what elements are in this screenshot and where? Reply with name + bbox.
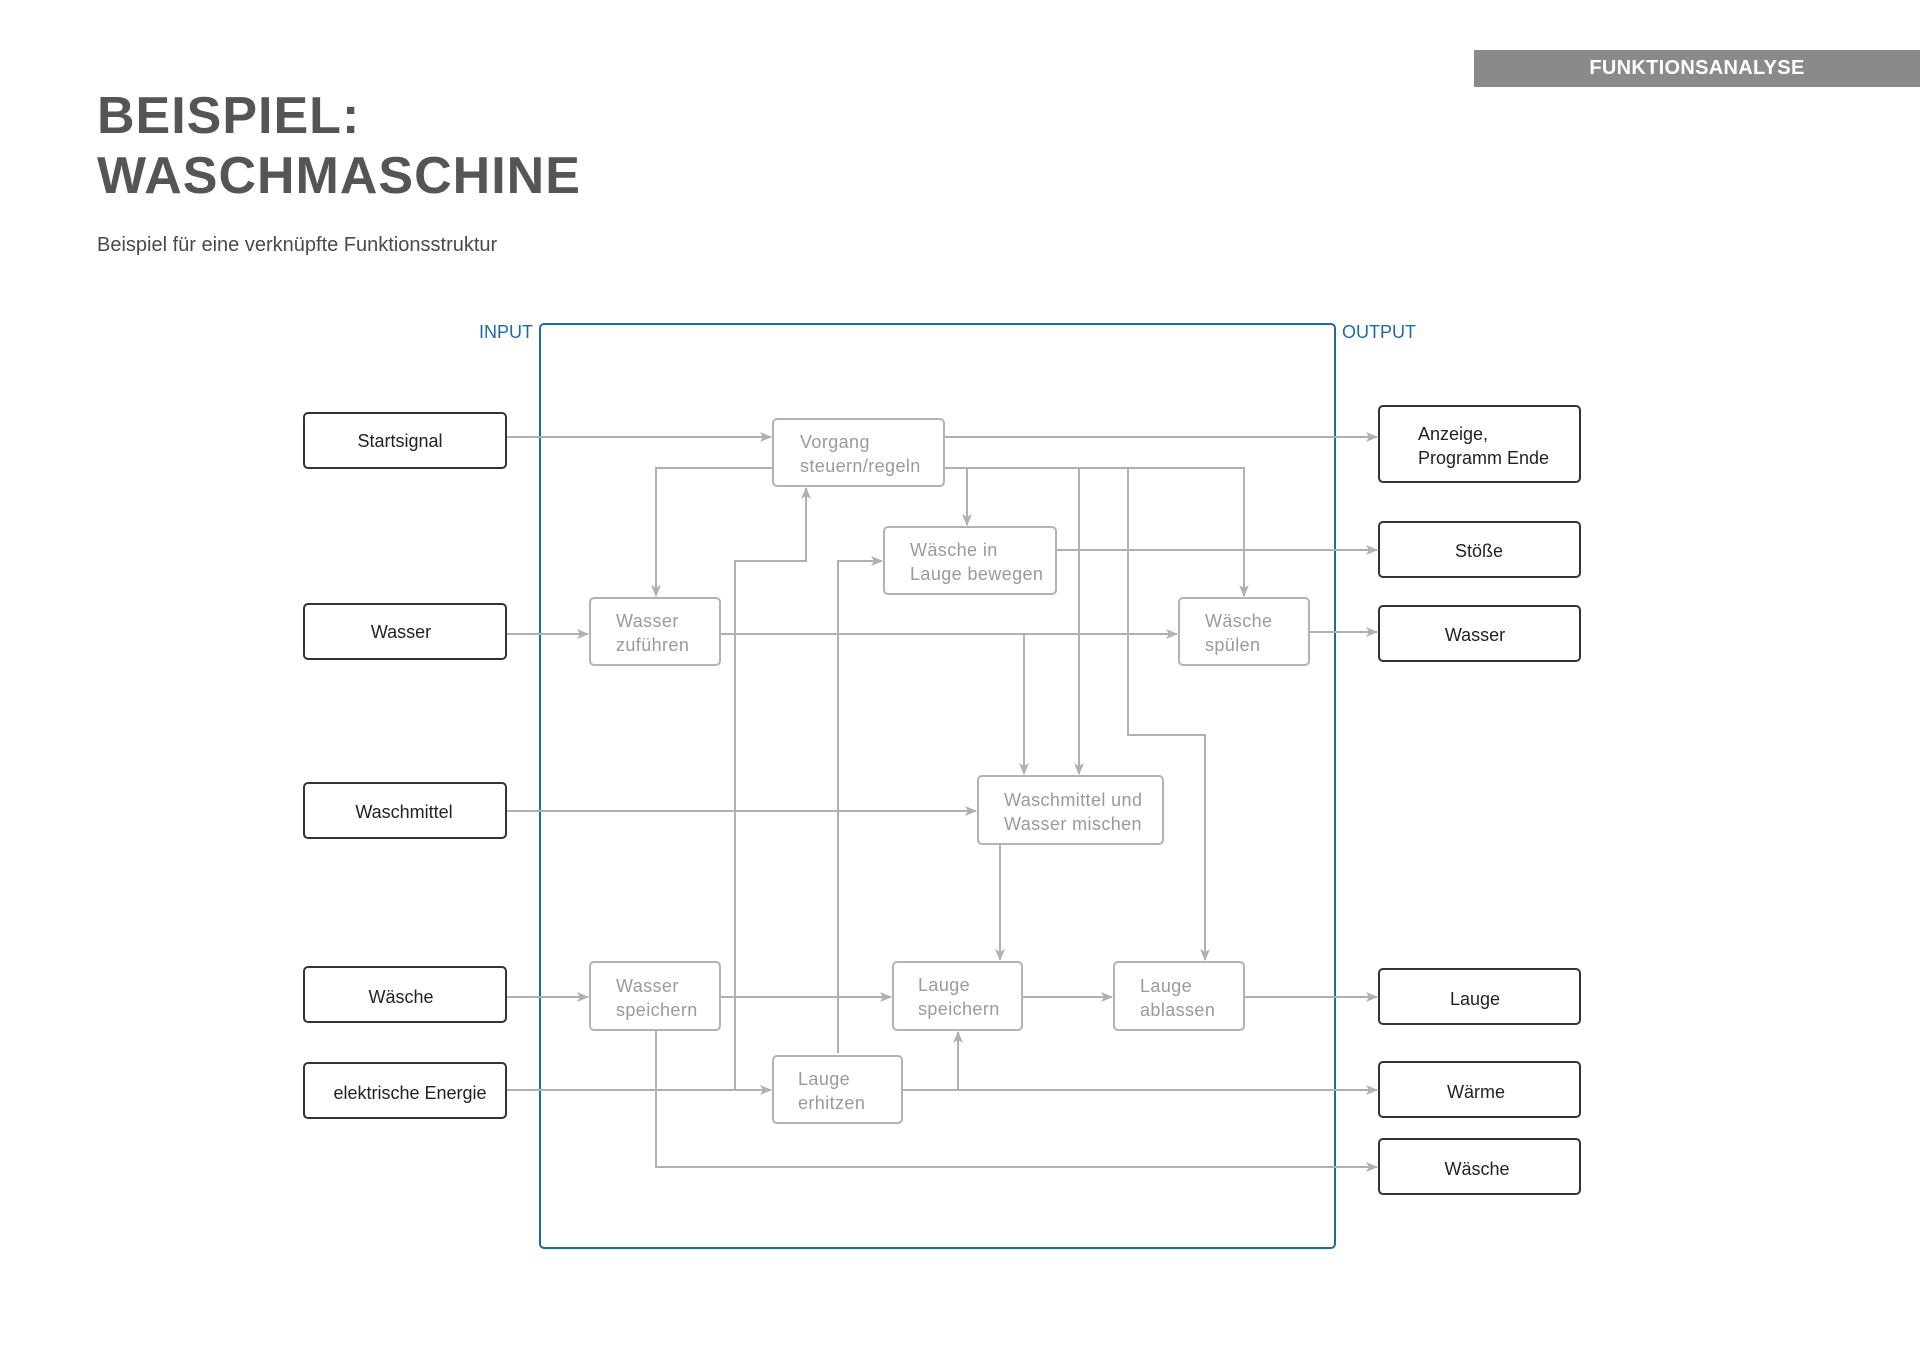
output-lauge[interactable]: Lauge [1378,968,1581,1025]
function-zufuehren-label-1: Wasser [616,611,679,631]
output-wasser[interactable]: Wasser [1378,605,1581,662]
flow-vorgang-spuelen [944,467,1249,597]
function-wspeichern-label-2: speichern [616,1000,698,1020]
function-lauge-erhitzen[interactable]: Lauge erhitzen [772,1055,903,1124]
output-label: OUTPUT [1342,322,1416,342]
function-mischen-label-2: Wasser mischen [1004,814,1142,834]
function-ablassen-label-2: ablassen [1140,1000,1215,1020]
function-lspeichern-label-1: Lauge [918,975,970,995]
input-waesche[interactable]: Wäsche [303,966,507,1023]
section-tag: FUNKTIONSANALYSE [1474,50,1920,87]
function-vorgang-label-1: Vorgang [800,432,870,452]
function-waesche-bewegen[interactable]: Wäsche in Lauge bewegen [883,526,1057,595]
flow-energie-bewegen [837,556,883,1053]
input-waschmittel[interactable]: Waschmittel [303,782,507,839]
input-waesche-label: Wäsche [368,987,433,1007]
input-wasser-label: Wasser [371,622,431,642]
output-lauge-label: Lauge [1450,989,1500,1009]
function-wasser-zufuehren[interactable]: Wasser zuführen [589,597,721,666]
output-anzeige-label-2: Programm Ende [1418,448,1549,468]
output-anzeige[interactable]: Anzeige, Programm Ende [1378,405,1581,483]
function-nodes: Vorgang steuern/regeln Wäsche in Lauge b… [589,418,1310,1124]
flow-vorgang-ablassen [1127,468,1210,961]
function-zufuehren-label-2: zuführen [616,635,689,655]
function-bewegen-label-2: Lauge bewegen [910,564,1043,584]
input-elektrische-energie[interactable]: elektrische Energie [303,1062,507,1119]
function-vorgang-steuern[interactable]: Vorgang steuern/regeln [772,418,945,487]
title-line-2: WASCHMASCHINE [97,147,581,205]
input-startsignal[interactable]: Startsignal [303,412,507,469]
output-waerme[interactable]: Wärme [1378,1061,1581,1118]
title-line-1: BEISPIEL: [97,87,361,145]
function-spuelen-label-2: spülen [1205,635,1260,655]
output-stoesse[interactable]: Stöße [1378,521,1581,578]
flow-wspeichern-waesche [655,1030,1378,1172]
page-title: BEISPIEL: WASCHMASCHINE [97,86,581,206]
function-wasser-speichern[interactable]: Wasser speichern [589,961,721,1031]
function-lauge-speichern[interactable]: Lauge speichern [892,961,1023,1031]
input-energie-label: elektrische Energie [333,1083,486,1103]
function-waesche-spuelen[interactable]: Wäsche spülen [1178,597,1310,666]
flow-lines [506,432,1378,1172]
page-subtitle: Beispiel für eine verknüpfte Funktionsst… [97,234,498,256]
function-erhitzen-label-1: Lauge [798,1069,850,1089]
function-lspeichern-label-2: speichern [918,999,1000,1019]
output-stoesse-label: Stöße [1455,541,1503,561]
input-label: INPUT [479,322,533,342]
flow-energie-vorgang [734,487,811,1090]
function-wspeichern-label-1: Wasser [616,976,679,996]
output-waerme-label: Wärme [1447,1082,1505,1102]
function-mischen[interactable]: Waschmittel und Wasser mischen [977,775,1164,845]
input-waschmittel-label: Waschmittel [355,802,452,822]
function-spuelen-label-1: Wäsche [1205,611,1272,631]
input-nodes: Startsignal Wasser Waschmittel Wäsche el… [303,412,507,1119]
function-lauge-ablassen[interactable]: Lauge ablassen [1113,961,1245,1031]
function-bewegen-label-1: Wäsche in [910,540,998,560]
input-startsignal-label: Startsignal [357,431,442,451]
output-anzeige-label-1: Anzeige, [1418,424,1488,444]
function-ablassen-label-1: Lauge [1140,976,1192,996]
output-nodes: Anzeige, Programm Ende Stöße Wasser Laug… [1378,405,1581,1195]
function-mischen-label-1: Waschmittel und [1004,790,1142,810]
input-wasser[interactable]: Wasser [303,603,507,660]
output-waesche[interactable]: Wäsche [1378,1138,1581,1195]
output-wasser-label: Wasser [1445,625,1505,645]
system-boundary [539,323,1336,1249]
function-vorgang-label-2: steuern/regeln [800,456,921,476]
function-erhitzen-label-2: erhitzen [798,1093,865,1113]
flow-vorgang-zufuehren [651,467,773,597]
output-waesche-label: Wäsche [1444,1159,1509,1179]
